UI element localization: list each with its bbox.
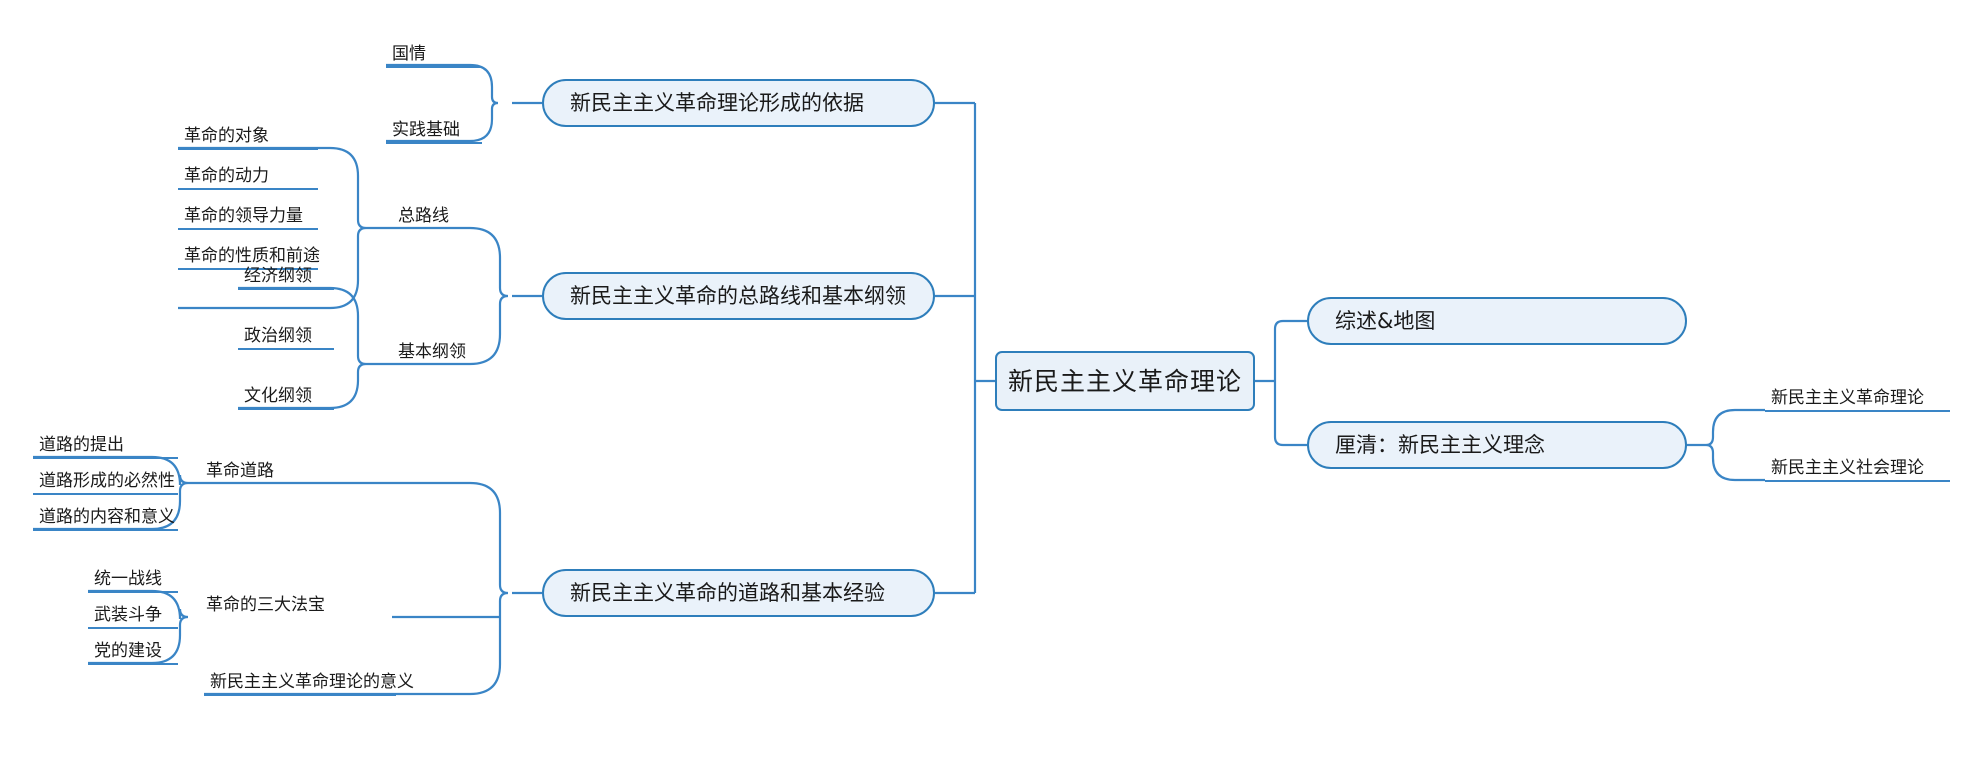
branch-node-3[interactable]: 新民主主义革命的道路和基本经验 xyxy=(542,569,935,617)
leaf-jingji-gangling-label: 经济纲领 xyxy=(244,266,312,286)
right-branch-node-1[interactable]: 综述&地图 xyxy=(1307,297,1687,345)
leaf-geming-dongli[interactable]: 革命的动力 xyxy=(178,164,318,190)
leaf-right-geming-lilun[interactable]: 新民主主义革命理论 xyxy=(1765,386,1950,412)
leaf-jingji-gangling[interactable]: 经济纲领 xyxy=(238,264,334,290)
leaf-wenhua-gangling-label: 文化纲领 xyxy=(244,386,312,406)
edge-right-to-node2 xyxy=(1273,436,1307,447)
group-label-sandafabao[interactable]: 革命的三大法宝 xyxy=(200,591,360,617)
edge-liqing-bracket xyxy=(1705,408,1765,482)
edge-branch3-bracket xyxy=(392,481,509,696)
leaf-daolu-birranxing[interactable]: 道路形成的必然性 xyxy=(33,469,178,495)
leaf-right-geming-lilun-label: 新民主主义革命理论 xyxy=(1771,388,1924,408)
leaf-dangde-jianshe[interactable]: 党的建设 xyxy=(88,639,178,665)
leaf-daolu-neirong-yiyi[interactable]: 道路的内容和意义 xyxy=(33,505,178,531)
leaf-geming-duixiang-label: 革命的对象 xyxy=(184,126,269,146)
leaf-shijianjichu-label: 实践基础 xyxy=(392,120,460,140)
group-label-sandafabao-text: 革命的三大法宝 xyxy=(206,595,325,615)
edge-right-to-node1 xyxy=(1273,319,1307,330)
root-node[interactable]: 新民主主义革命理论 xyxy=(995,351,1255,411)
group-label-gemingdaolu-text: 革命道路 xyxy=(206,461,274,481)
leaf-wuzhuang-douzheng-label: 武装斗争 xyxy=(94,605,162,625)
group-label-jibengangling-text: 基本纲领 xyxy=(398,342,466,362)
leaf-dangde-jianshe-label: 党的建设 xyxy=(94,641,162,661)
group-label-zonglux[interactable]: 总路线 xyxy=(392,202,502,228)
right-branch-node-2-label: 厘清：新民主主义理念 xyxy=(1335,432,1545,457)
group-label-jibengangling[interactable]: 基本纲领 xyxy=(392,338,512,364)
leaf-daolu-tichu[interactable]: 道路的提出 xyxy=(33,433,178,459)
leaf-wuzhuang-douzheng[interactable]: 武装斗争 xyxy=(88,603,178,629)
leaf-tongyi-zhanxian-label: 统一战线 xyxy=(94,569,162,589)
leaf-daolu-birranxing-label: 道路形成的必然性 xyxy=(39,471,175,491)
leaf-right-shehui-lilun-label: 新民主主义社会理论 xyxy=(1771,458,1924,478)
group-label-gemingdaolu[interactable]: 革命道路 xyxy=(200,457,310,483)
root-node-label: 新民主主义革命理论 xyxy=(1007,366,1242,396)
leaf-geming-xingzhi-qiantu-label: 革命的性质和前途 xyxy=(184,246,320,266)
group-label-zonglux-text: 总路线 xyxy=(398,206,449,226)
leaf-xinminzhuzhuyi-yiyi-label: 新民主主义革命理论的意义 xyxy=(210,672,414,692)
leaf-zhengzhi-gangling[interactable]: 政治纲领 xyxy=(238,324,334,350)
leaf-geming-lingdaoliliang-label: 革命的领导力量 xyxy=(184,206,303,226)
branch-node-1[interactable]: 新民主主义革命理论形成的依据 xyxy=(542,79,935,127)
leaf-geming-lingdaoliliang[interactable]: 革命的领导力量 xyxy=(178,204,318,230)
branch-node-2[interactable]: 新民主主义革命的总路线和基本纲领 xyxy=(542,272,935,320)
leaf-guoqing-label: 国情 xyxy=(392,44,426,64)
leaf-geming-duixiang[interactable]: 革命的对象 xyxy=(178,124,318,150)
branch-node-1-label: 新民主主义革命理论形成的依据 xyxy=(570,90,864,115)
leaf-tongyi-zhanxian[interactable]: 统一战线 xyxy=(88,567,178,593)
leaf-geming-dongli-label: 革命的动力 xyxy=(184,166,269,186)
leaf-daolu-tichu-label: 道路的提出 xyxy=(39,435,124,455)
leaf-geming-xingzhi-qiantu[interactable]: 革命的性质和前途 xyxy=(178,244,320,270)
right-branch-node-2[interactable]: 厘清：新民主主义理念 xyxy=(1307,421,1687,469)
leaf-shijianjichu[interactable]: 实践基础 xyxy=(386,118,482,144)
branch-node-2-label: 新民主主义革命的总路线和基本纲领 xyxy=(570,283,906,308)
leaf-daolu-neirong-yiyi-label: 道路的内容和意义 xyxy=(39,507,175,527)
leaf-xinminzhuzhuyi-yiyi[interactable]: 新民主主义革命理论的意义 xyxy=(204,670,414,696)
leaf-guoqing[interactable]: 国情 xyxy=(386,42,482,68)
right-branch-node-1-label: 综述&地图 xyxy=(1335,308,1436,333)
leaf-wenhua-gangling[interactable]: 文化纲领 xyxy=(238,384,334,410)
leaf-zhengzhi-gangling-label: 政治纲领 xyxy=(244,326,312,346)
branch-node-3-label: 新民主主义革命的道路和基本经验 xyxy=(570,580,885,605)
leaf-right-shehui-lilun[interactable]: 新民主主义社会理论 xyxy=(1765,456,1950,482)
